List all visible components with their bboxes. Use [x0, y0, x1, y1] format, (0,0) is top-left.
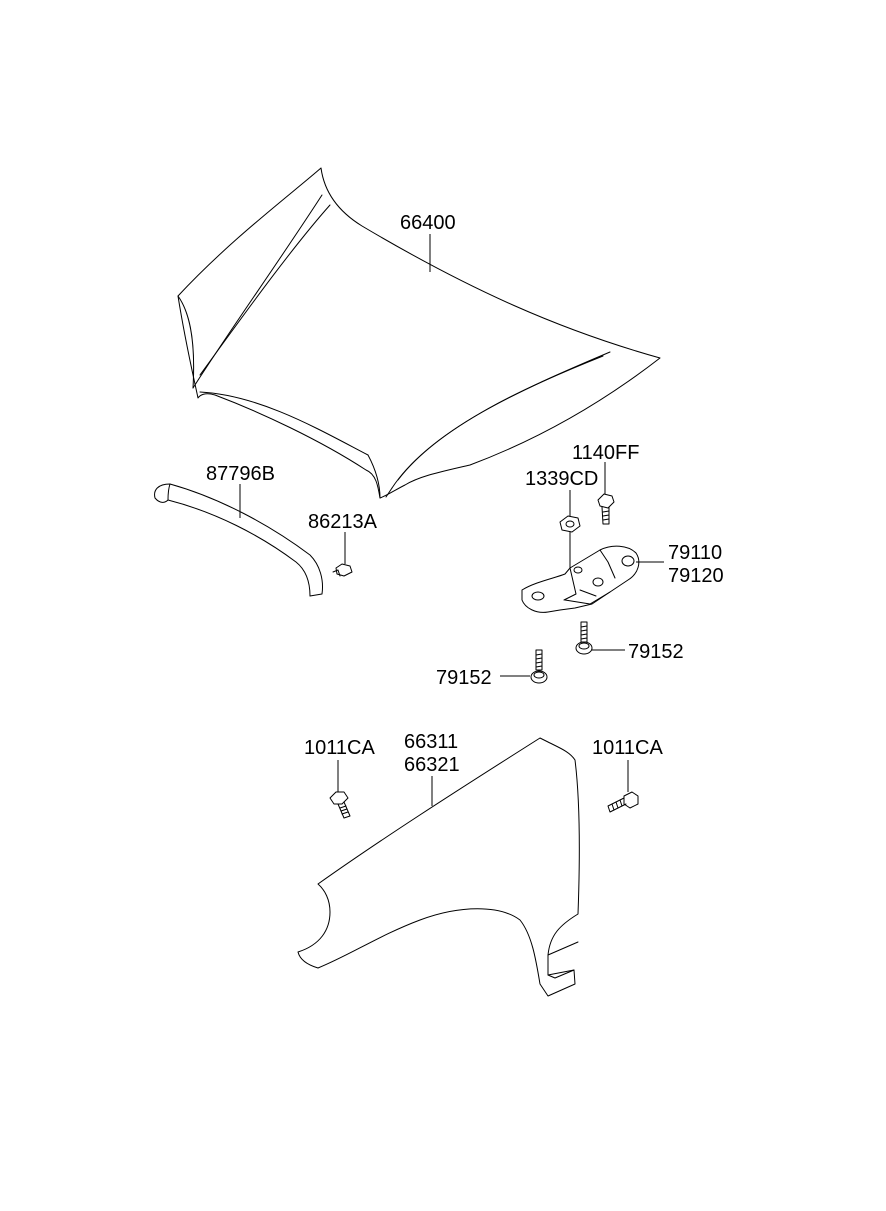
- label-1011CA-right: 1011CA: [592, 737, 663, 759]
- label-79110: 79110: [668, 542, 722, 564]
- front-fender: [297, 737, 580, 997]
- fender-bolt-right: [607, 791, 639, 813]
- hood-seal: [154, 483, 323, 597]
- label-1339CD: 1339CD: [525, 468, 598, 490]
- label-66311: 66311: [404, 731, 458, 753]
- label-66400: 66400: [400, 212, 456, 234]
- label-66321: 66321: [404, 754, 460, 776]
- hinge-bolt-top: [597, 493, 615, 525]
- label-1140FF: 1140FF: [572, 442, 639, 464]
- label-79152-left: 79152: [436, 667, 492, 689]
- label-79120: 79120: [668, 565, 724, 587]
- label-86213A: 86213A: [308, 511, 378, 533]
- hinge-nut: [559, 515, 581, 533]
- clip-fastener: [332, 563, 353, 577]
- fender-bolt-left: [329, 791, 351, 819]
- hinge-bolt-left: [530, 649, 548, 684]
- hood-hinge: [521, 545, 640, 613]
- hinge-bolt-right: [575, 621, 593, 655]
- label-1011CA-left: 1011CA: [304, 737, 375, 759]
- hood-panel: [177, 167, 661, 499]
- label-79152-right: 79152: [628, 641, 684, 663]
- label-87796B: 87796B: [206, 463, 275, 485]
